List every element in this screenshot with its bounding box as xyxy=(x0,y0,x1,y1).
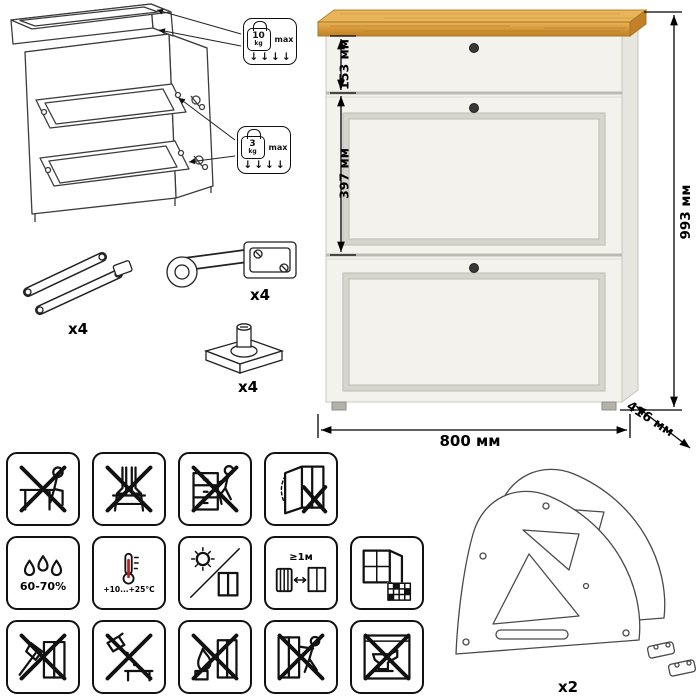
no-fire-icon xyxy=(191,633,239,681)
pictogram-no-climbing xyxy=(178,452,252,526)
pictogram-ventilation xyxy=(350,536,424,610)
lid-stay-icon xyxy=(23,252,133,315)
water-drops-icon xyxy=(23,555,63,577)
window-ventilation-icon xyxy=(362,549,413,601)
no-standing-icon xyxy=(105,465,153,513)
no-sunlight-icon xyxy=(189,547,241,599)
dimension-total-height: 993 мм xyxy=(678,184,694,240)
pictogram-no-sharp-tools xyxy=(6,620,80,694)
pictogram-temperature: +10...+25°C xyxy=(92,536,166,610)
side-frames-drawing: x2 xyxy=(455,468,697,696)
down-arrows-icon: ↓↓↓↓ xyxy=(249,51,291,63)
pictogram-no-fire xyxy=(178,620,252,694)
max-load-badge-drawer: 10 kg max ↓↓↓↓ xyxy=(243,18,297,65)
hinge-qty: x4 xyxy=(250,286,270,304)
load-unit: kg xyxy=(248,148,257,155)
lid-stay-qty: x4 xyxy=(68,320,88,338)
max-label: max xyxy=(274,35,294,44)
weight-icon: 3 kg xyxy=(240,129,265,159)
pictogram-no-sitting xyxy=(6,452,80,526)
hinge-icon xyxy=(166,241,297,288)
load-unit: kg xyxy=(254,40,263,47)
pictogram-no-standing xyxy=(92,452,166,526)
dimension-flap-height: 397 мм xyxy=(336,148,352,199)
wireframe-cabinet-drawing xyxy=(10,3,242,222)
pictogram-grid: 60-70% +10...+25°C xyxy=(6,452,424,694)
pictogram-no-sunlight xyxy=(178,536,252,610)
no-dragging-icon xyxy=(277,633,325,681)
pictogram-no-heavy-load xyxy=(350,620,424,694)
pictogram-row-1 xyxy=(6,452,424,526)
no-anvil-icon xyxy=(363,633,411,681)
cabinet-render xyxy=(316,9,691,449)
thermometer-icon xyxy=(122,553,139,585)
pictogram-row-3 xyxy=(6,620,424,694)
no-sitting-icon xyxy=(19,465,67,513)
heater-distance-icon xyxy=(275,566,327,592)
heater-distance-label: ≥1м xyxy=(289,551,313,563)
weight-icon: 10 kg xyxy=(246,21,271,51)
door-warning-icon xyxy=(280,465,328,515)
down-arrows-icon: ↓↓↓↓ xyxy=(243,159,285,171)
max-label: max xyxy=(268,143,288,152)
side-frame-qty: x2 xyxy=(558,678,578,696)
no-liquids-icon xyxy=(105,632,154,682)
dimension-width: 800 мм xyxy=(439,432,501,450)
pictogram-row-2: 60-70% +10...+25°C xyxy=(6,536,424,610)
humidity-label: 60-70% xyxy=(19,580,67,593)
pictogram-humidity: 60-70% xyxy=(6,536,80,610)
hardware-drawings: x4 x4 x4 xyxy=(23,241,297,396)
pictogram-no-dragging xyxy=(264,620,338,694)
load-value: 3 xyxy=(249,139,256,149)
foot-qty: x4 xyxy=(238,378,258,396)
temperature-label: +10...+25°C xyxy=(103,585,155,595)
pictogram-no-liquids xyxy=(92,620,166,694)
dimension-drawer-height: 153 мм xyxy=(336,39,352,90)
foot-icon xyxy=(203,323,285,374)
pictogram-door-warning xyxy=(264,452,338,526)
load-value: 10 xyxy=(252,31,265,41)
pictogram-heater-distance: ≥1м xyxy=(264,536,338,610)
no-climbing-icon xyxy=(191,465,239,513)
max-load-badge-flap: 3 kg max ↓↓↓↓ xyxy=(237,126,291,174)
no-axe-icon xyxy=(18,633,67,681)
